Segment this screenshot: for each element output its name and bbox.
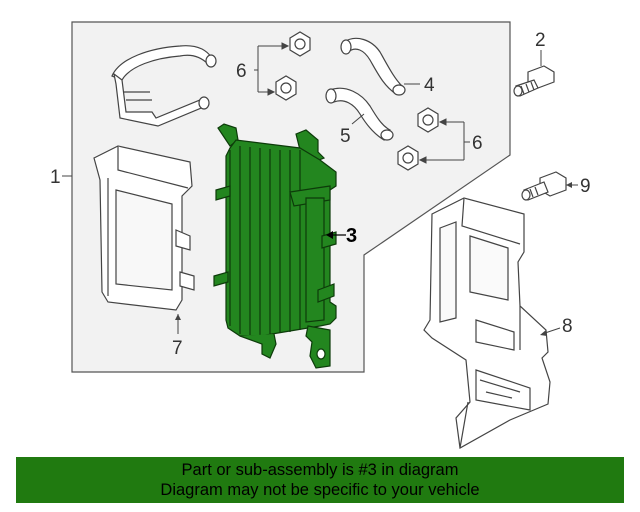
callout-6-lower: 6 (472, 133, 483, 154)
bracket-part-7 (93, 145, 195, 311)
callout-1: 1 (50, 167, 61, 188)
oil-cooler-part-3-highlighted (213, 123, 337, 369)
bolt-part-9 (521, 171, 567, 201)
callout-5: 5 (340, 126, 351, 147)
callout-6-lower-leader (418, 118, 470, 164)
hose-pipe-part (111, 45, 217, 127)
callout-7: 7 (172, 338, 183, 359)
hose-part-4 (340, 37, 406, 96)
leader-line-5 (351, 113, 365, 125)
leader-arrow-9 (566, 182, 572, 188)
callout-4: 4 (424, 75, 435, 96)
diagram-notice-banner: Part or sub-assembly is #3 in diagram Di… (16, 457, 624, 503)
callout-9: 9 (580, 176, 591, 197)
bolt-part-2 (513, 65, 555, 97)
banner-line-2: Diagram may not be specific to your vehi… (160, 481, 480, 499)
leader-arrow-8 (540, 330, 547, 336)
banner-line-1: Part or sub-assembly is #3 in diagram (181, 461, 459, 479)
callout-8: 8 (562, 316, 573, 337)
clamp-part-upper (275, 31, 311, 101)
hose-part-5 (325, 87, 394, 141)
duct-part-8 (423, 197, 551, 449)
callout-6-upper-leader (254, 42, 290, 96)
clamp-part-lower (397, 107, 439, 171)
leader-arrow-3 (326, 231, 333, 239)
callout-6-upper: 6 (236, 61, 247, 82)
callout-3: 3 (346, 225, 357, 247)
callout-2: 2 (535, 30, 546, 51)
leader-arrow-7 (175, 314, 181, 320)
